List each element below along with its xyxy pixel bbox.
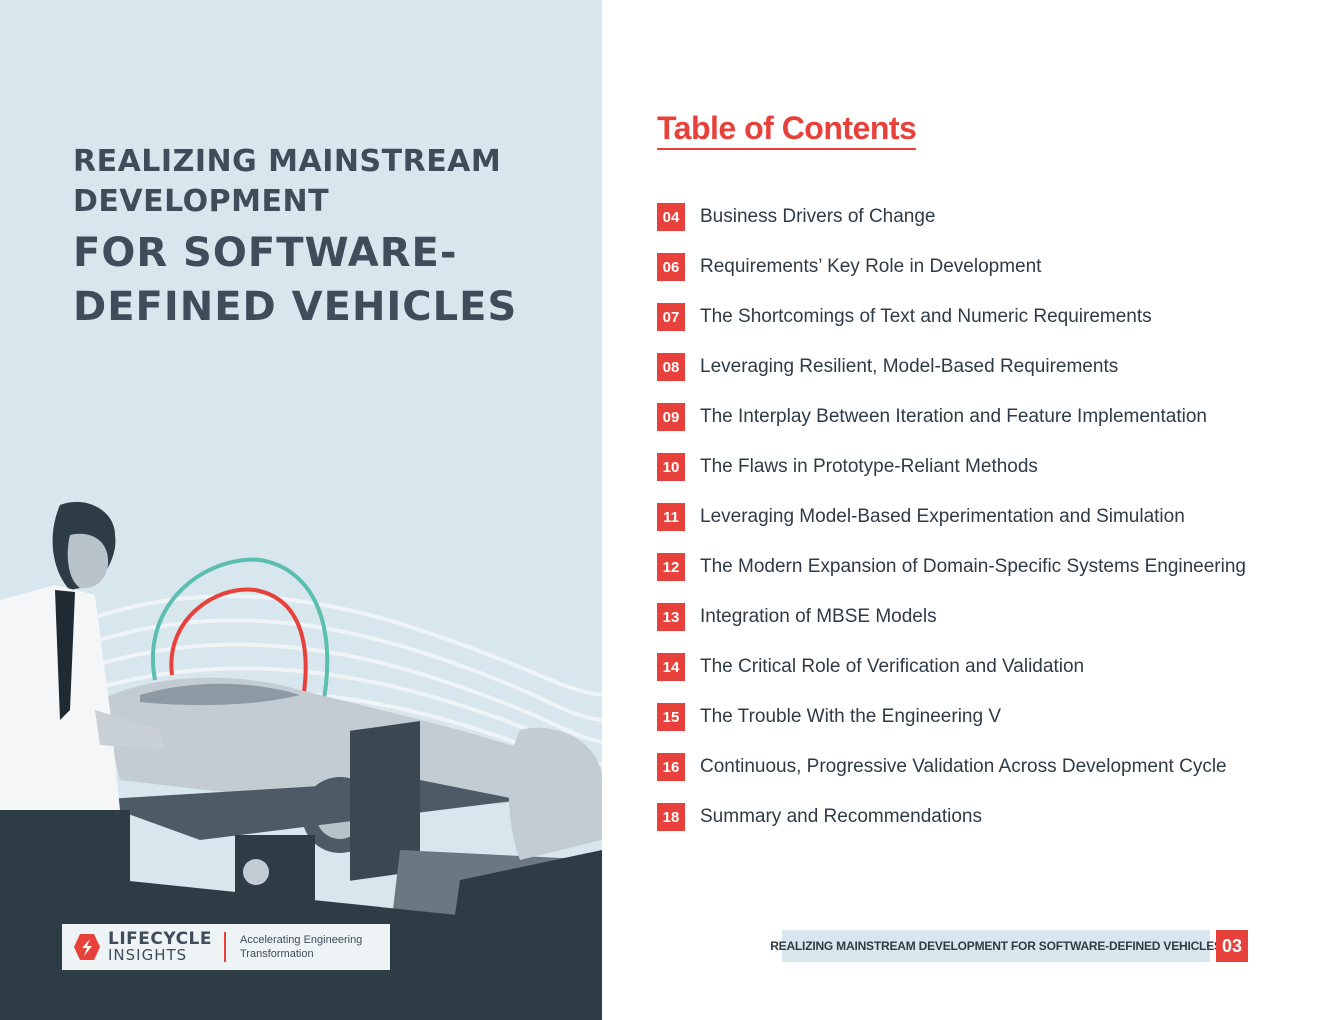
toc-item[interactable]: 13 Integration of MBSE Models (657, 603, 1297, 653)
toc-item[interactable]: 06 Requirements’ Key Role in Development (657, 253, 1297, 303)
running-footer-title: REALIZING MAINSTREAM DEVELOPMENT FOR SOF… (770, 939, 1222, 953)
toc-item-label: Integration of MBSE Models (700, 606, 937, 627)
toc-item-label: Requirements’ Key Role in Development (700, 256, 1042, 277)
toc-item-label: Leveraging Model-Based Experimentation a… (700, 506, 1185, 527)
toc-item[interactable]: 08 Leveraging Resilient, Model-Based Requ… (657, 353, 1297, 403)
toc-item-label: The Shortcomings of Text and Numeric Req… (700, 306, 1152, 327)
toc-item[interactable]: 07 The Shortcomings of Text and Numeric R… (657, 303, 1297, 353)
brand-name-line2: INSIGHTS (108, 946, 188, 964)
toc-item[interactable]: 11 Leveraging Model-Based Experimentation… (657, 503, 1297, 553)
cover-title-line3: FOR SOFTWARE- (73, 230, 458, 276)
toc-page-number: 13 (657, 603, 685, 631)
toc-item[interactable]: 04 Business Drivers of Change (657, 203, 1297, 253)
toc-item-label: The Interplay Between Iteration and Feat… (700, 406, 1207, 427)
toc-item[interactable]: 16 Continuous, Progressive Validation Acr… (657, 753, 1297, 803)
toc-heading: Table of Contents (657, 108, 917, 150)
lifecycle-logo-icon (74, 934, 100, 960)
toc-item-label: The Critical Role of Verification and Va… (700, 656, 1085, 677)
toc-list: 04 Business Drivers of Change 06 Requireme… (657, 203, 1297, 853)
toc-item-label: Summary and Recommendations (700, 806, 982, 827)
engineer-car-illustration (0, 501, 602, 1020)
toc-page-number: 18 (657, 803, 685, 831)
brand-name-line1: LIFECYCLE (108, 929, 212, 949)
toc-item-label: Leveraging Resilient, Model-Based Requir… (700, 356, 1119, 377)
cover-title: REALIZING MAINSTREAM DEVELOPMENT FOR SOF… (73, 142, 593, 334)
brand-divider (224, 932, 226, 962)
toc-page-number: 15 (657, 703, 685, 731)
toc-item[interactable]: 14 The Critical Role of Verification and … (657, 653, 1297, 703)
toc-page-number: 11 (657, 503, 685, 531)
toc-page-number: 12 (657, 553, 685, 581)
toc-item-label: The Flaws in Prototype-Reliant Methods (700, 456, 1038, 477)
toc-page-number: 04 (657, 203, 685, 231)
running-footer: REALIZING MAINSTREAM DEVELOPMENT FOR SOF… (770, 930, 1222, 962)
toc-page-number: 14 (657, 653, 685, 681)
cover-title-line1: REALIZING MAINSTREAM (73, 144, 502, 179)
toc-item[interactable]: 15 The Trouble With the Engineering V (657, 703, 1297, 753)
page-number: 03 (1216, 930, 1248, 962)
toc-page-number: 06 (657, 253, 685, 281)
toc-page-number: 10 (657, 453, 685, 481)
brand-tagline: Accelerating Engineering Transformation (240, 934, 363, 960)
toc-item-label: Business Drivers of Change (700, 206, 936, 227)
toc-item-label: Continuous, Progressive Validation Acros… (700, 756, 1227, 777)
cover-title-line2: DEVELOPMENT (73, 184, 330, 219)
brand-name: LIFECYCLE INSIGHTS (108, 931, 212, 963)
toc-item-label: The Trouble With the Engineering V (700, 706, 1002, 727)
lifecycle-insights-logo: LIFECYCLE INSIGHTS Accelerating Engineer… (62, 924, 390, 970)
toc-item[interactable]: 10 The Flaws in Prototype-Reliant Methods (657, 453, 1297, 503)
cover-title-line4: DEFINED VEHICLES (73, 284, 518, 330)
toc-item[interactable]: 18 Summary and Recommendations (657, 803, 1297, 853)
toc-page-number: 08 (657, 353, 685, 381)
cover-panel: REALIZING MAINSTREAM DEVELOPMENT FOR SOF… (0, 0, 602, 1020)
toc-item[interactable]: 09 The Interplay Between Iteration and Fe… (657, 403, 1297, 453)
toc-page-number: 07 (657, 303, 685, 331)
toc-item[interactable]: 12 The Modern Expansion of Domain-Specifi… (657, 553, 1297, 603)
toc-page-number: 16 (657, 753, 685, 781)
toc-item-label: The Modern Expansion of Domain-Specific … (700, 556, 1246, 577)
toc-page-number: 09 (657, 403, 685, 431)
